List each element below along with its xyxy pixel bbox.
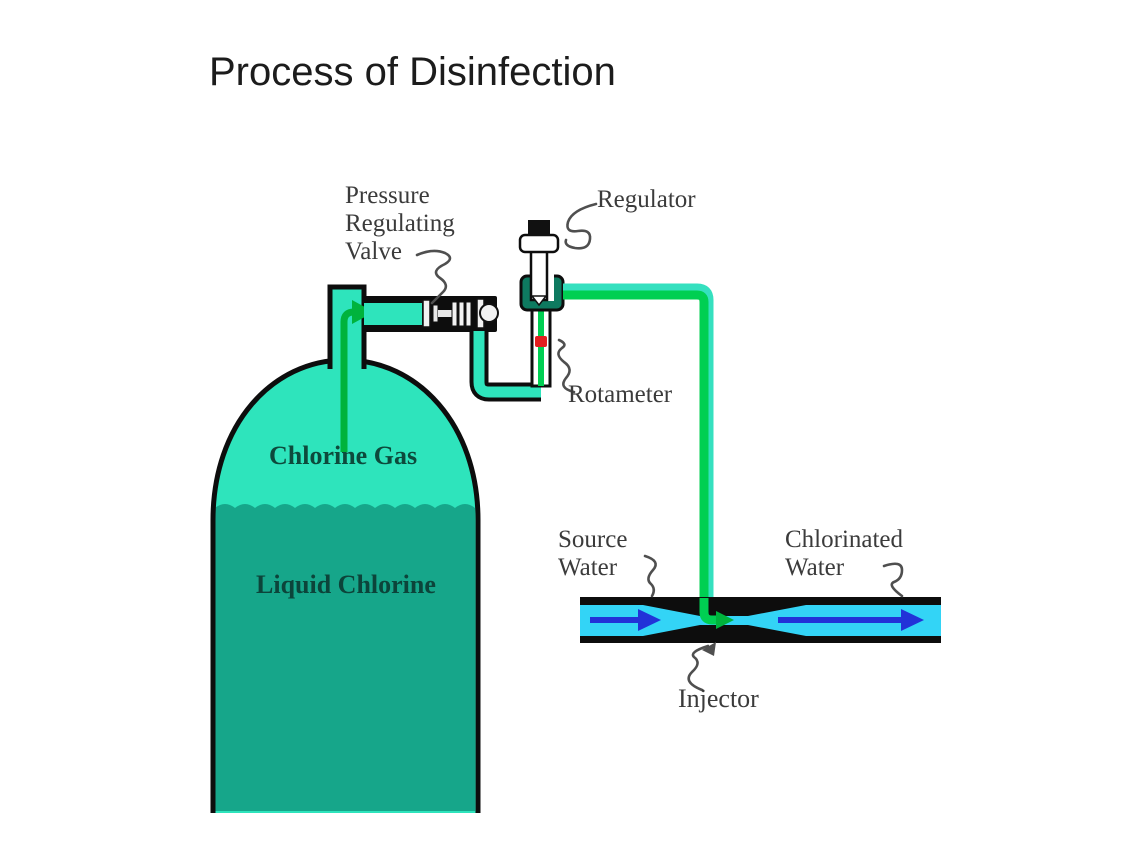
leader-chlorinated-water bbox=[882, 562, 904, 598]
gas-flow-arrow bbox=[340, 300, 374, 452]
leader-valve bbox=[415, 249, 452, 305]
label-source-water: Source Water bbox=[558, 526, 628, 581]
regulator-cap bbox=[528, 220, 550, 236]
leader-source-water bbox=[643, 554, 657, 598]
rotameter-flow-line bbox=[538, 311, 544, 386]
label-pressure-regulating-valve: Pressure Regulating Valve bbox=[345, 182, 455, 265]
label-regulator: Regulator bbox=[597, 186, 696, 213]
leader-injector bbox=[687, 644, 710, 692]
chlorinated-water-arrow bbox=[778, 609, 924, 631]
pressure-regulating-valve bbox=[364, 296, 499, 332]
venturi-bottom-wedge bbox=[643, 625, 806, 636]
valve-piston bbox=[422, 298, 499, 329]
water-pipe bbox=[580, 597, 941, 643]
label-liquid-chlorine: Liquid Chlorine bbox=[256, 570, 436, 599]
source-water-arrow bbox=[590, 609, 661, 631]
regulator-stem-tip bbox=[530, 295, 548, 307]
rotameter-float bbox=[535, 336, 547, 347]
valve-inlet-fluid bbox=[364, 303, 422, 325]
rotameter-loop-pipe bbox=[469, 307, 552, 402]
chlorine-feed-pipe bbox=[563, 283, 714, 612]
label-chlorine-gas: Chlorine Gas bbox=[269, 441, 418, 470]
leader-rotameter bbox=[557, 338, 576, 394]
venturi-top-wedge bbox=[643, 605, 806, 616]
regulator bbox=[518, 220, 565, 312]
page-title: Process of Disinfection bbox=[209, 50, 616, 94]
label-chlorinated-water: Chlorinated Water bbox=[785, 526, 904, 581]
leader-lines bbox=[415, 202, 904, 692]
leader-regulator bbox=[564, 202, 598, 250]
label-rotameter: Rotameter bbox=[568, 381, 673, 408]
injector-feed-arrow bbox=[699, 598, 734, 629]
regulator-stem bbox=[529, 248, 549, 302]
chlorine-tank bbox=[210, 284, 481, 813]
leader-injector-arrowhead bbox=[702, 642, 716, 656]
regulator-collar bbox=[518, 233, 560, 254]
liquid-region bbox=[215, 504, 475, 811]
label-injector: Injector bbox=[678, 684, 759, 713]
